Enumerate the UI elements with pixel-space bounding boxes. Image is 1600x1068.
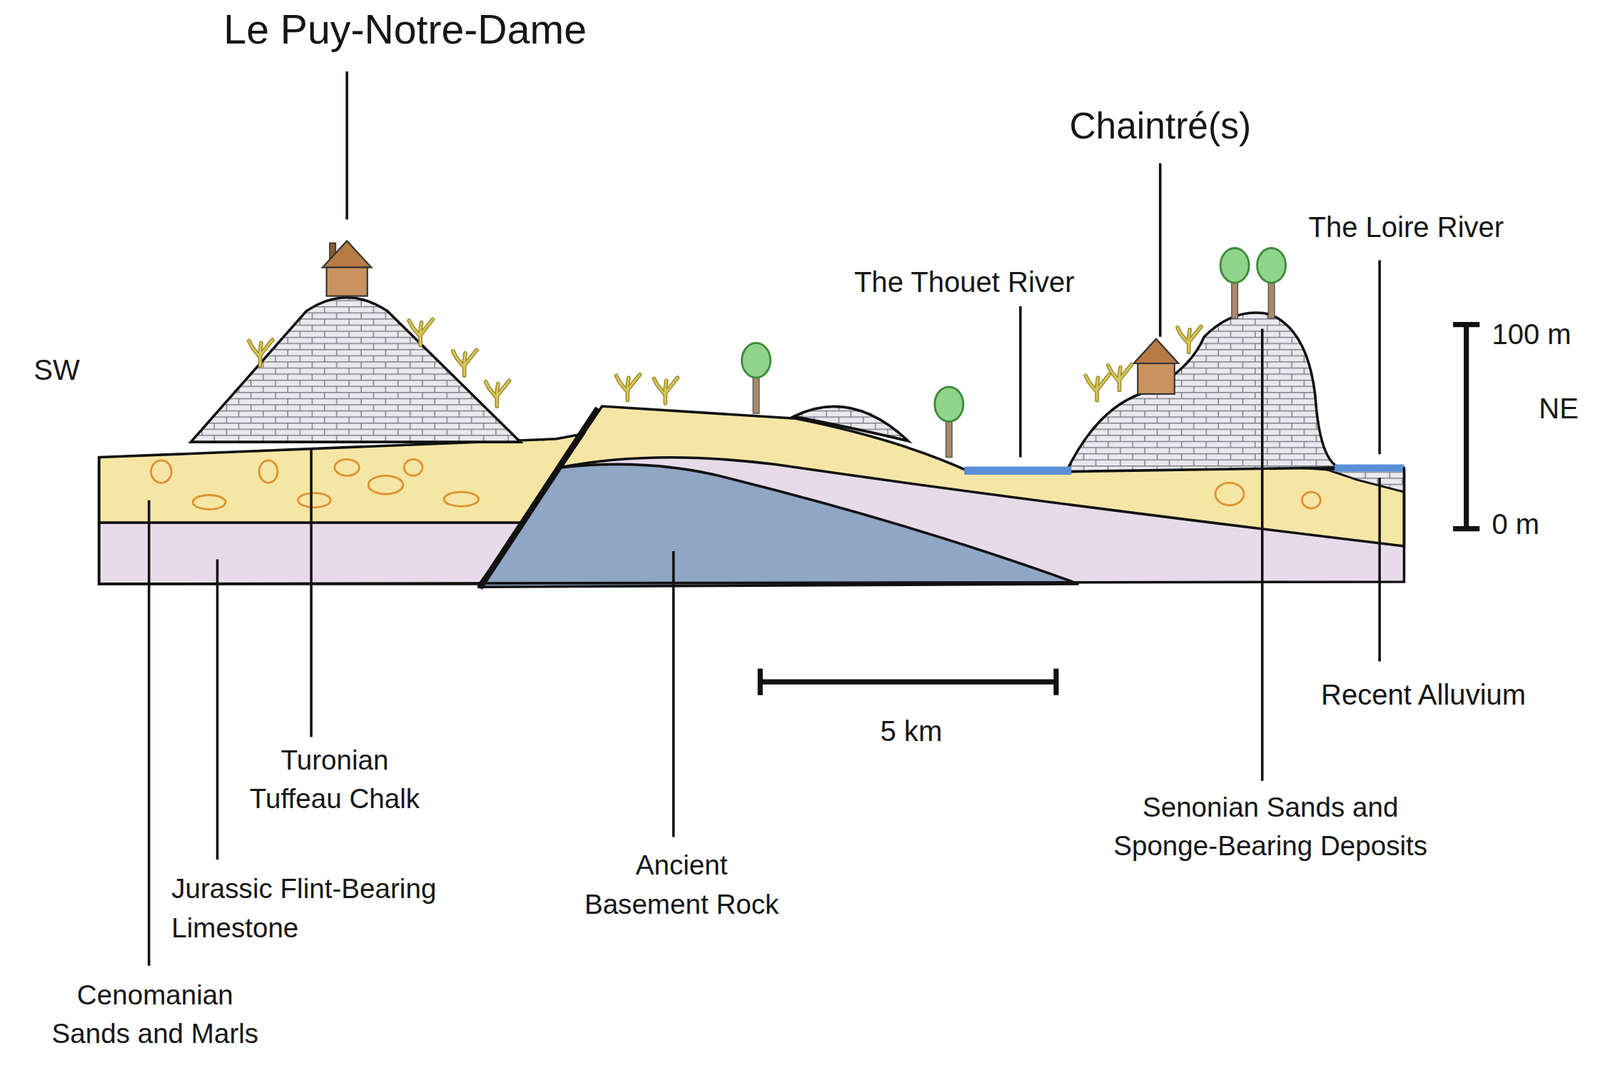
tree (934, 386, 964, 458)
fault-line (479, 408, 599, 589)
scale-line (1463, 324, 1469, 529)
vine-stem (1108, 363, 1132, 390)
flint-nodule (1215, 482, 1244, 505)
label-text: 100 m (1491, 315, 1571, 354)
scale-tick (1452, 525, 1480, 531)
label-text: The Loire River (1308, 208, 1504, 247)
label-text: NE (1538, 389, 1579, 429)
vine-stem (654, 377, 678, 404)
vine-stem (616, 374, 641, 401)
vine-stem (249, 339, 273, 366)
flint-nodules (151, 458, 1321, 509)
scale-line (760, 679, 1057, 685)
grapevine (408, 319, 433, 346)
vine-stem (1085, 374, 1110, 401)
leader-line (1378, 260, 1381, 455)
tree (1220, 247, 1249, 319)
house (322, 240, 372, 296)
leader-line (147, 500, 151, 966)
leader-line (309, 448, 313, 737)
vine-stem (408, 319, 433, 346)
grapevine (616, 374, 641, 401)
flint-nodule (334, 458, 359, 476)
leader-line (672, 550, 676, 837)
flint-nodule (368, 475, 404, 494)
vine-stem (616, 374, 641, 401)
vine-stem (408, 319, 433, 346)
leader-line (1158, 163, 1162, 337)
label-text: Cenomanian Sands and Marls (42, 975, 268, 1054)
vine-stem (1177, 326, 1202, 353)
roof (322, 240, 372, 267)
flint-nodule (443, 491, 479, 506)
house-wall (326, 267, 368, 297)
scale-tick (757, 668, 763, 696)
chalk-hill (1066, 312, 1339, 472)
grapevine (1108, 363, 1132, 390)
tree (1257, 247, 1286, 319)
flint-nodule (192, 494, 226, 509)
vine-stem (485, 380, 510, 407)
roof (1133, 338, 1179, 364)
tree-crown (1257, 247, 1286, 283)
river-water (1334, 464, 1404, 472)
chalk-mound (793, 406, 908, 441)
scale-tick (1452, 321, 1480, 327)
grapevine (453, 349, 477, 376)
tree-crown (934, 386, 964, 422)
vine-stem (453, 349, 477, 376)
leader-line (216, 559, 220, 860)
grapevine (1177, 326, 1202, 353)
label-text: Chaintré(s) (1069, 107, 1252, 146)
grapevine (1085, 374, 1110, 401)
vine-stem (1085, 374, 1110, 401)
vine-stem (485, 380, 510, 407)
vertical-scale-bar (1452, 324, 1480, 529)
flint-nodule (298, 493, 332, 508)
tree-crown (1220, 247, 1249, 283)
label-text: 0 m (1491, 505, 1540, 544)
flint-nodule (259, 460, 278, 483)
label-text: Ancient Basement Rock (577, 845, 787, 924)
flint-nodule (403, 458, 423, 476)
chalk-hill (190, 297, 521, 442)
label-text: Le Puy-Notre-Dame (223, 9, 587, 49)
house-wall (1137, 363, 1174, 394)
tree (742, 342, 771, 414)
label-text: Jurassic Flint-Bearing Limestone (171, 869, 488, 948)
grapevine (654, 377, 678, 404)
cenomanian-layer (99, 433, 584, 523)
scale-tick (1053, 668, 1059, 696)
vine-stem (654, 377, 678, 404)
vegetation (249, 247, 1286, 457)
label-text: The Thouet River (854, 263, 1075, 302)
tree-crown (742, 342, 771, 378)
horizontal-scale-bar (760, 668, 1057, 696)
grapevine (485, 380, 510, 407)
label-text: Recent Alluvium (1320, 675, 1526, 715)
label-text: 5 km (879, 712, 943, 751)
vine-stem (453, 349, 477, 376)
leader-line (1378, 477, 1381, 661)
leader-line (1261, 328, 1264, 781)
basement-rock (479, 463, 1079, 587)
label-text: SW (33, 351, 80, 390)
section-outline (99, 457, 1405, 584)
label-text: Turonian Tuffeau Chalk (240, 740, 430, 819)
flint-nodule (151, 460, 172, 483)
leader-line (345, 71, 349, 220)
river-water (964, 466, 1072, 474)
vine-stem (249, 339, 273, 366)
house (1133, 338, 1179, 394)
vine-stem (1177, 326, 1202, 353)
vine-stem (1108, 363, 1132, 390)
flint-nodule (1301, 491, 1321, 509)
leader-line (1019, 306, 1022, 458)
label-text: Senonian Sands and Sponge-Bearing Deposi… (1106, 787, 1434, 866)
grapevine (249, 339, 273, 366)
